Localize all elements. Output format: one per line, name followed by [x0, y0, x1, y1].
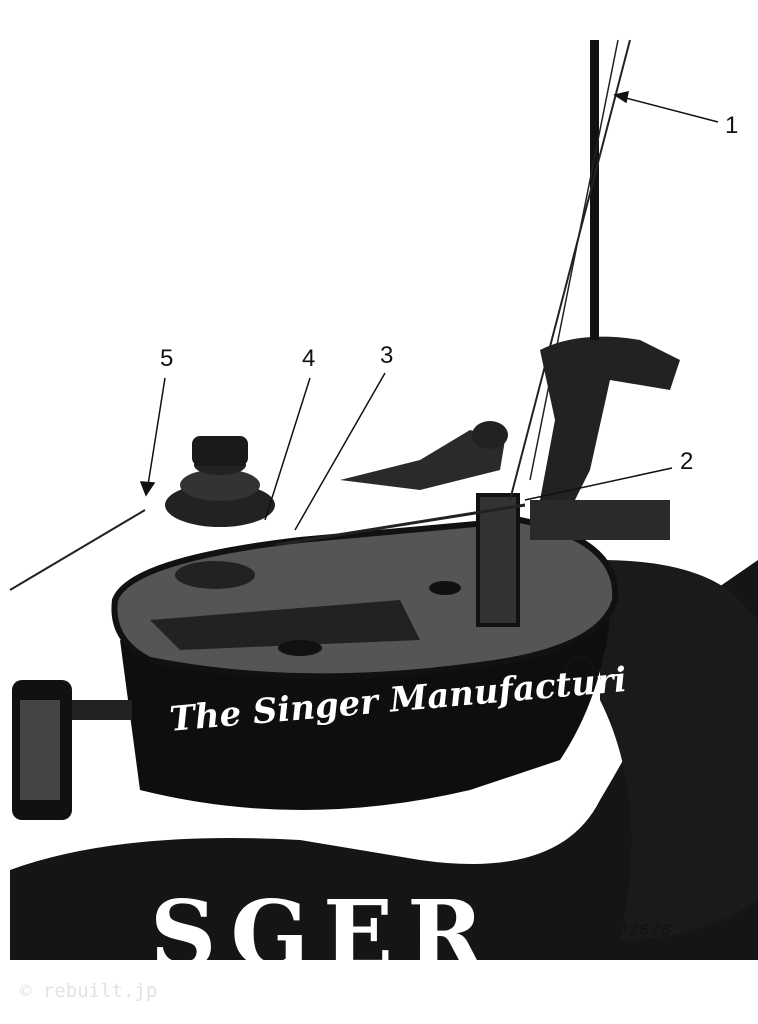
callout-leaders	[139, 91, 719, 531]
watermark: © rebuilt.jp	[20, 980, 158, 1002]
callout-5: 5	[160, 345, 174, 372]
callout-2: 2	[680, 448, 694, 475]
base-lettering: SGER	[150, 880, 498, 988]
machine-bed	[10, 560, 758, 960]
oval-plate	[111, 516, 619, 680]
callout-3: 3	[380, 342, 394, 369]
needle-bar	[590, 40, 599, 340]
tension-knob	[192, 436, 248, 466]
callout-4: 4	[302, 345, 316, 372]
machine-arm	[600, 560, 758, 940]
callout-1: 1	[725, 112, 739, 139]
figure-reference: EJ2676	[606, 922, 673, 939]
thread-post	[476, 493, 520, 627]
thread-guide-bracket	[540, 336, 680, 510]
